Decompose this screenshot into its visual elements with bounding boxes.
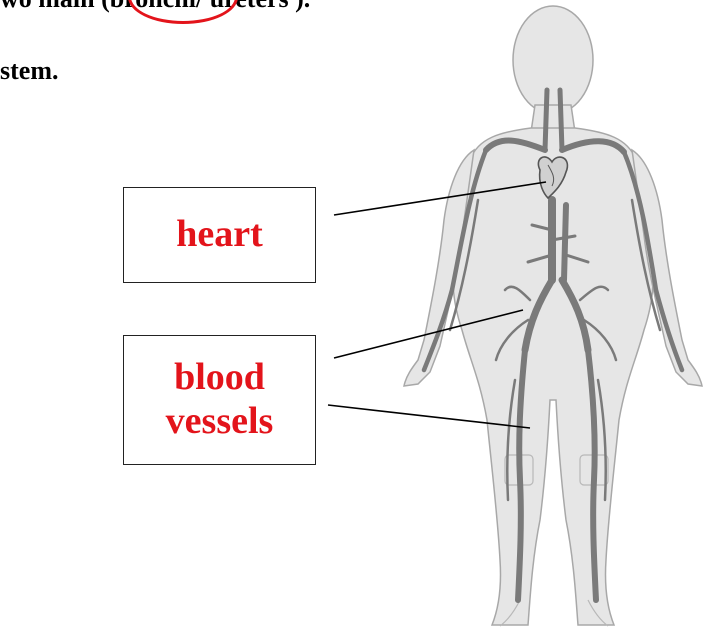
blood-vessels-label-box: blood vessels [123,335,316,465]
body-silhouette [404,6,702,625]
heart-label-box: heart [123,187,316,283]
heart-label: heart [176,213,263,257]
blood-vessels-label-line1: blood [166,356,274,400]
blood-vessels-label-line2: vessels [166,400,274,444]
